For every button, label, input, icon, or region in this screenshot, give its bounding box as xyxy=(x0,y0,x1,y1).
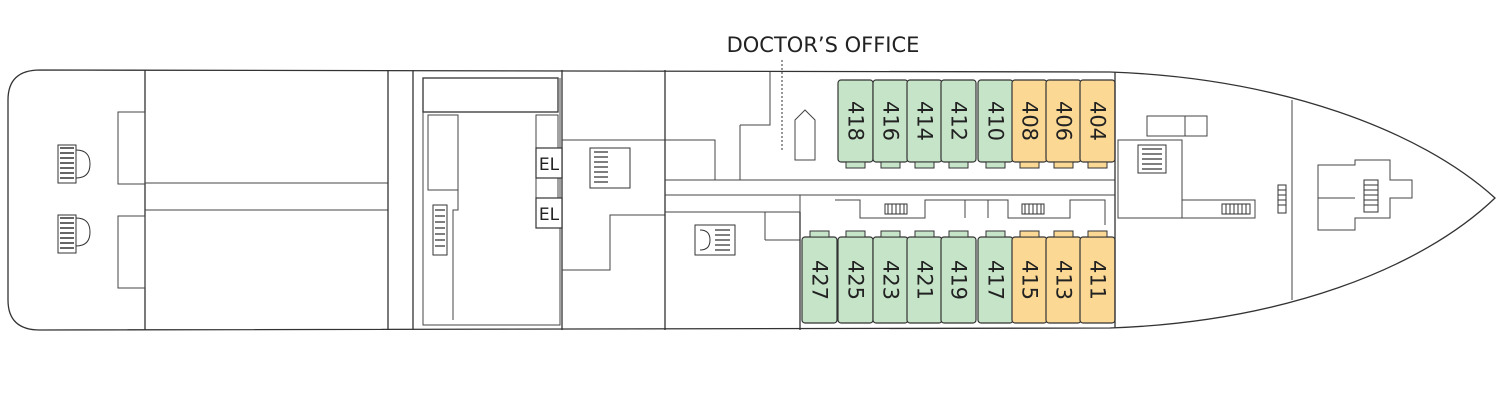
cabin-door xyxy=(1053,230,1074,238)
cabin-number: 410 xyxy=(984,101,1008,141)
cabin-number: 427 xyxy=(808,260,832,300)
elevator-2-label: EL xyxy=(539,205,560,225)
stairs-icon xyxy=(1021,203,1045,215)
cabin-door xyxy=(985,230,1006,238)
cabin-number: 411 xyxy=(1086,260,1110,300)
cabin-door xyxy=(1087,161,1108,169)
cabin-door xyxy=(1019,161,1040,169)
cabin-door xyxy=(914,161,935,169)
cabin-408[interactable]: 408 xyxy=(1011,79,1048,169)
cabin-421[interactable]: 421 xyxy=(906,230,943,324)
stairs-icon xyxy=(1363,179,1379,213)
cabin-door xyxy=(1087,230,1108,238)
cabin-number: 415 xyxy=(1018,260,1042,300)
doctors-office-label: DOCTOR’S OFFICE xyxy=(727,33,920,57)
cabin-number: 423 xyxy=(879,260,903,300)
cabin-door xyxy=(809,230,830,238)
cabin-414[interactable]: 414 xyxy=(906,79,943,169)
stairs-icon xyxy=(57,144,91,184)
stairs-icon xyxy=(884,203,908,215)
cabin-door xyxy=(985,161,1006,169)
cabin-door xyxy=(880,161,901,169)
cabin-door xyxy=(1019,230,1040,238)
stairs-icon xyxy=(1277,184,1287,214)
cabin-door xyxy=(1053,161,1074,169)
cabin-418[interactable]: 418 xyxy=(837,79,874,169)
cabin-door xyxy=(948,161,969,169)
cabin-door xyxy=(914,230,935,238)
stairs-icon xyxy=(1137,144,1167,174)
stairs-icon xyxy=(57,214,91,254)
cabin-number: 404 xyxy=(1086,101,1110,141)
cabin-door xyxy=(880,230,901,238)
cabin-number: 413 xyxy=(1052,260,1076,300)
cabin-door xyxy=(948,230,969,238)
stairs-icon xyxy=(432,204,448,256)
cabin-410[interactable]: 410 xyxy=(977,79,1014,169)
cabin-number: 418 xyxy=(844,101,868,141)
cabin-411[interactable]: 411 xyxy=(1079,230,1116,324)
cabin-number: 421 xyxy=(913,260,937,300)
cabin-412[interactable]: 412 xyxy=(940,79,977,169)
cabin-416[interactable]: 416 xyxy=(872,79,909,169)
cabin-417[interactable]: 417 xyxy=(977,230,1014,324)
elevator-2 xyxy=(535,197,563,229)
cabin-number: 408 xyxy=(1018,101,1042,141)
cabin-number: 425 xyxy=(844,260,868,300)
stairs-icon xyxy=(589,147,631,189)
cabin-door xyxy=(845,230,866,238)
cabin-406[interactable]: 406 xyxy=(1045,79,1082,169)
cabin-419[interactable]: 419 xyxy=(940,230,977,324)
cabin-415[interactable]: 415 xyxy=(1011,230,1048,324)
cabin-number: 412 xyxy=(947,101,971,141)
stairs-icon xyxy=(694,224,736,256)
cabin-425[interactable]: 425 xyxy=(837,230,874,324)
cabin-number: 406 xyxy=(1052,101,1076,141)
cabin-number: 417 xyxy=(984,260,1008,300)
cabin-number: 419 xyxy=(947,260,971,300)
cabin-number: 416 xyxy=(879,101,903,141)
cabin-number: 414 xyxy=(913,101,937,141)
cabin-door xyxy=(845,161,866,169)
cabin-427[interactable]: 427 xyxy=(801,230,838,324)
elevator-1 xyxy=(535,147,563,179)
elevator-1-label: EL xyxy=(539,155,560,175)
cabin-423[interactable]: 423 xyxy=(872,230,909,324)
cabin-413[interactable]: 413 xyxy=(1045,230,1082,324)
stairs-icon xyxy=(1221,203,1251,215)
ship-hull xyxy=(7,69,1496,331)
cabin-404[interactable]: 404 xyxy=(1079,79,1116,169)
